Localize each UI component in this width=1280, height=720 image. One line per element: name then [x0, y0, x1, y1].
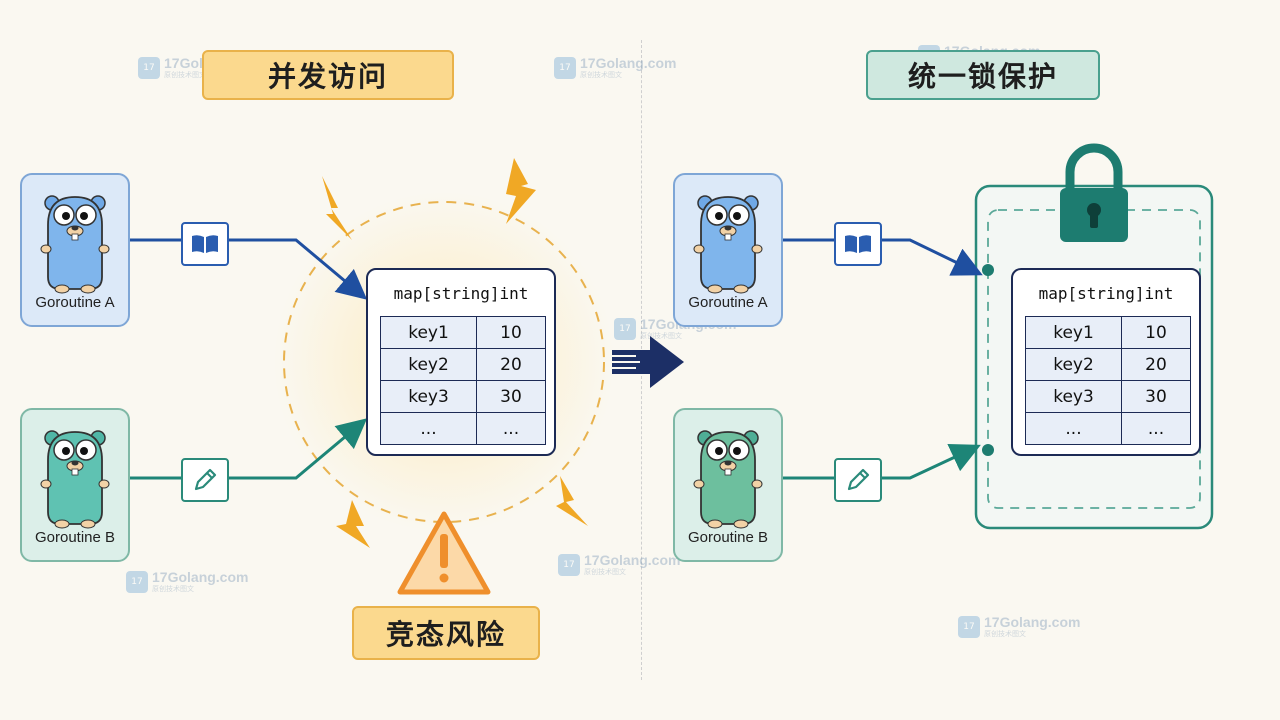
pencil-icon [194, 468, 217, 491]
book-icon [192, 235, 218, 253]
unified-lock-title: 统一锁保护 [866, 50, 1100, 100]
race-zone-circle [283, 201, 605, 523]
read-connector-right [780, 238, 983, 276]
goroutine-a-label: Goroutine A [35, 294, 115, 311]
lightning-icon [506, 158, 536, 224]
gopher-icon [40, 195, 110, 294]
table-row: ...... [1025, 412, 1191, 445]
gopher-icon [693, 195, 763, 294]
lightning-icon [556, 476, 588, 526]
goroutine-b-card: Goroutine B [673, 408, 783, 562]
padlock-icon [1060, 143, 1128, 242]
goroutine-b-card: Goroutine B [20, 408, 130, 562]
watermark-logo-icon: 17 [958, 615, 980, 638]
watermark-logo-icon: 17 [558, 553, 580, 576]
gopher-icon [693, 430, 763, 529]
write-connector-right [780, 444, 981, 480]
book-icon [845, 235, 871, 253]
lock-entry-dot [982, 444, 994, 456]
lightning-bolts [322, 158, 588, 548]
watermark-logo-icon: 17 [614, 317, 636, 340]
read-op-box [181, 222, 229, 266]
goroutine-b-label: Goroutine B [687, 529, 769, 546]
concurrent-access-title: 并发访问 [202, 50, 454, 100]
read-op-box [834, 222, 882, 266]
lightning-icon [322, 176, 352, 240]
warning-icon [397, 511, 491, 595]
map-type-label: map[string]int [1038, 284, 1174, 303]
goroutine-b-label: Goroutine B [34, 529, 116, 546]
pencil-icon [847, 468, 870, 491]
lock-entry-dot [982, 264, 994, 276]
goroutine-a-label: Goroutine A [688, 294, 768, 311]
transition-arrow-icon [606, 336, 684, 388]
table-row: ...... [380, 412, 546, 445]
lightning-icon [336, 500, 370, 548]
write-op-box [834, 458, 882, 502]
race-risk-label: 竞态风险 [352, 606, 540, 660]
watermark-logo-icon: 17 [126, 570, 148, 593]
map-type-label: map[string]int [393, 284, 529, 303]
watermark-logo-icon: 17 [554, 56, 576, 79]
goroutine-a-card: Goroutine A [673, 173, 783, 327]
watermark-logo-icon: 17 [138, 56, 160, 79]
write-op-box [181, 458, 229, 502]
goroutine-a-card: Goroutine A [20, 173, 130, 327]
gopher-icon [40, 430, 110, 529]
